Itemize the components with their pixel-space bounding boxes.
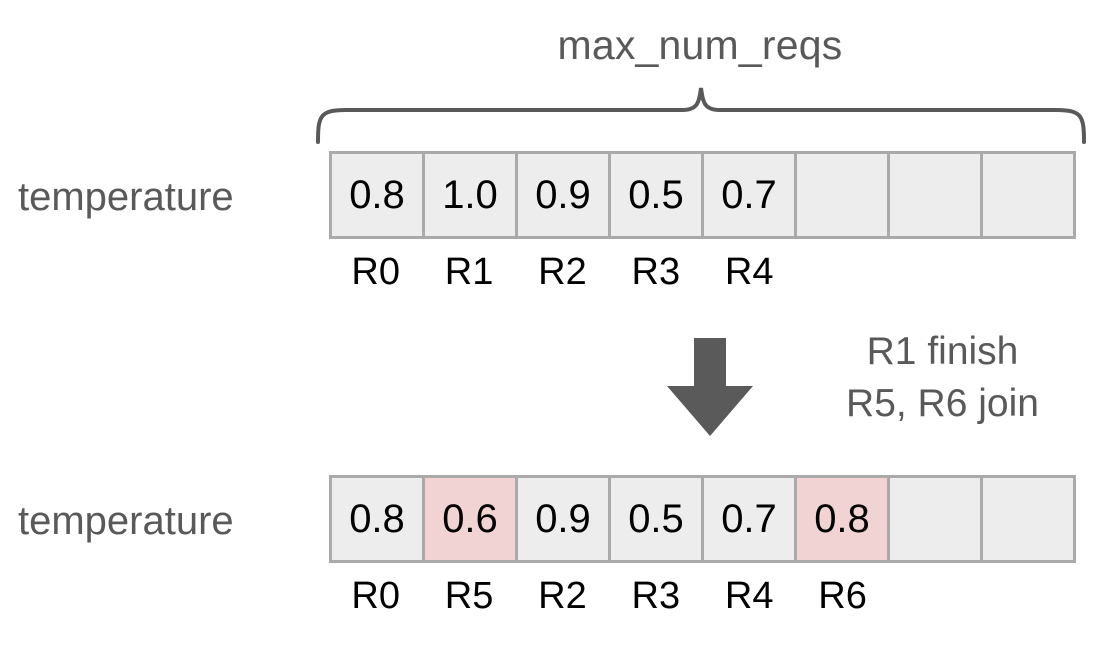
request-id-label: R4 — [724, 575, 774, 617]
temperature-cell: 0.7 — [704, 478, 797, 560]
request-id-label: R0 — [351, 575, 400, 617]
request-id-label: R3 — [631, 575, 681, 617]
temperature-cell: 0.8 — [332, 154, 425, 236]
temperature-cell: 0.9 — [518, 154, 611, 236]
request-id-label — [889, 573, 982, 619]
request-id-label — [983, 249, 1076, 295]
request-id-label: R3 — [631, 251, 681, 293]
temperature-cell: 0.5 — [611, 478, 704, 560]
request-id-row-before: R0 R1 R2 R3 R4 — [329, 249, 1076, 295]
row-label-temperature-after: temperature — [18, 499, 234, 543]
temperature-cell — [983, 154, 1073, 236]
temperature-cell: 0.5 — [611, 154, 704, 236]
request-id-label: R2 — [538, 251, 587, 293]
request-id-label — [983, 573, 1076, 619]
transition-note-line1: R1 finish — [866, 330, 1019, 373]
temperature-cell: 0.8 — [797, 478, 890, 560]
temperature-cell — [983, 478, 1073, 560]
temperature-cell — [797, 154, 890, 236]
request-id-label: R1 — [444, 251, 494, 293]
brace-label: max_num_reqs — [557, 22, 843, 68]
temperature-cell: 1.0 — [425, 154, 518, 236]
temperature-cell: 0.9 — [518, 478, 611, 560]
temperature-cell: 0.7 — [704, 154, 797, 236]
transition-note-line2: R5, R6 join — [846, 382, 1039, 425]
temperature-cell — [890, 154, 983, 236]
request-id-label: R6 — [818, 575, 867, 617]
temperature-cell — [890, 478, 983, 560]
temperature-cell: 0.6 — [425, 478, 518, 560]
transition-note: R1 finish R5, R6 join — [800, 326, 1085, 430]
request-id-label — [889, 249, 982, 295]
request-id-label: R2 — [538, 575, 587, 617]
curly-brace-icon — [316, 87, 1086, 144]
request-id-label: R5 — [444, 575, 494, 617]
row-label-temperature-before: temperature — [18, 175, 234, 219]
request-id-label: R4 — [724, 251, 774, 293]
request-id-label — [796, 249, 889, 295]
temperature-cell: 0.8 — [332, 478, 425, 560]
request-id-label: R0 — [351, 251, 400, 293]
request-id-row-after: R0 R5 R2 R3 R4 R6 — [329, 573, 1076, 619]
down-arrow-icon — [667, 338, 753, 436]
